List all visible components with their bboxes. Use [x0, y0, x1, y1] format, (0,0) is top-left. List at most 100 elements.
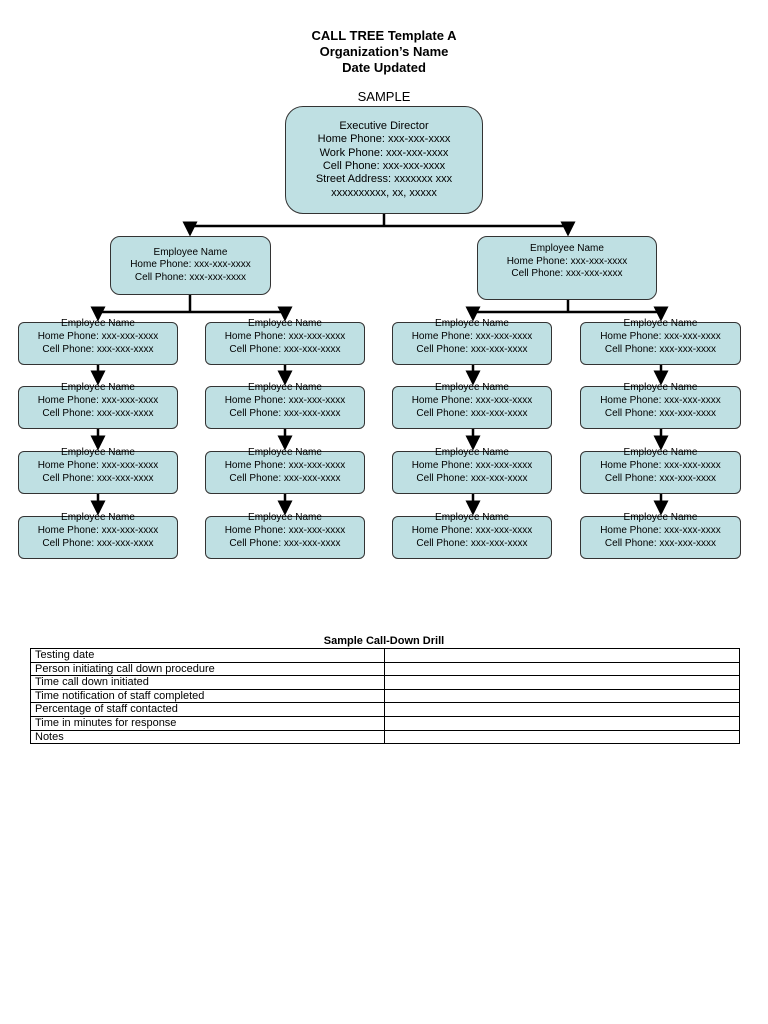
employee-node: Employee Name Home Phone: xxx-xxx-xxxx C…	[18, 382, 178, 429]
employee-node: Employee Name Home Phone: xxx-xxx-xxxx C…	[580, 318, 741, 365]
home-phone: Home Phone: xxx-xxx-xxxx	[224, 331, 346, 342]
employee-node: Employee Name Home Phone: xxx-xxx-xxxx C…	[392, 318, 552, 365]
home-phone: Home Phone: xxx-xxx-xxxx	[411, 525, 533, 536]
employee-node: Employee Name Home Phone: xxx-xxx-xxxx C…	[205, 512, 365, 559]
employee-node: Employee Name Home Phone: xxx-xxx-xxxx C…	[18, 318, 178, 365]
home-phone: Home Phone: xxx-xxx-xxxx	[224, 525, 346, 536]
street-address: Street Address: xxxxxxx xxx	[315, 173, 453, 186]
employee-name: Employee Name	[435, 447, 509, 458]
home-phone: Home Phone: xxx-xxx-xxxx	[37, 395, 159, 406]
cell-phone: Cell Phone: xxx-xxx-xxxx	[322, 160, 446, 172]
cell-phone: Cell Phone: xxx-xxx-xxxx	[229, 343, 341, 355]
cell-phone: Cell Phone: xxx-xxx-xxxx	[416, 343, 528, 355]
cell-phone: Cell Phone: xxx-xxx-xxxx	[42, 343, 154, 355]
row-value-cell[interactable]	[384, 715, 740, 731]
employee-name: Employee Name	[61, 382, 135, 393]
cell-phone: Cell Phone: xxx-xxx-xxxx	[416, 537, 528, 549]
employee-name: Employee Name	[248, 512, 322, 523]
employee-name: Employee Name	[153, 246, 228, 258]
home-phone: Home Phone: xxx-xxx-xxxx	[411, 395, 533, 406]
home-phone: Home Phone: xxx-xxx-xxxx	[37, 525, 159, 536]
cell-phone: Cell Phone: xxx-xxx-xxxx	[511, 268, 623, 279]
cell-phone: Cell Phone: xxx-xxx-xxxx	[416, 407, 528, 419]
employee-name: Employee Name	[530, 243, 604, 254]
row-label: Time call down initiated	[30, 675, 385, 690]
row-label: Testing date	[30, 648, 385, 663]
home-phone: Home Phone: xxx-xxx-xxxx	[130, 259, 251, 271]
page-title: CALL TREE Template A	[311, 28, 457, 43]
cell-phone: Cell Phone: xxx-xxx-xxxx	[42, 472, 154, 484]
cell-phone: Cell Phone: xxx-xxx-xxxx	[604, 407, 717, 419]
employee-node: Employee Name Home Phone: xxx-xxx-xxxx C…	[205, 447, 365, 494]
employee-name: Employee Name	[61, 447, 135, 458]
home-phone: Home Phone: xxx-xxx-xxxx	[411, 331, 533, 342]
row-label: Time in minutes for response	[30, 715, 385, 731]
employee-name: Employee Name	[248, 382, 322, 393]
employee-node: Employee Name Home Phone: xxx-xxx-xxxx C…	[392, 382, 552, 429]
home-phone: Home Phone: xxx-xxx-xxxx	[411, 460, 533, 471]
cell-phone: Cell Phone: xxx-xxx-xxxx	[604, 537, 717, 549]
cell-phone: Cell Phone: xxx-xxx-xxxx	[229, 472, 341, 484]
row-label: Person initiating call down procedure	[30, 661, 385, 677]
row-label: Percentage of staff contacted	[30, 702, 385, 717]
row-value-cell[interactable]	[384, 729, 740, 745]
employee-name: Employee Name	[435, 318, 509, 329]
table-row: Person initiating call down procedure	[30, 661, 740, 677]
employee-node: Employee Name Home Phone: xxx-xxx-xxxx C…	[392, 512, 552, 559]
connector-lines	[90, 214, 669, 516]
row-value-cell[interactable]	[384, 688, 740, 704]
home-phone: Home Phone: xxx-xxx-xxxx	[600, 395, 721, 406]
row-label: Time notification of staff completed	[30, 688, 385, 704]
table-row: Time call down initiated	[30, 675, 740, 690]
employee-node: Employee Name Home Phone: xxx-xxx-xxxx C…	[580, 447, 741, 494]
table-row: Percentage of staff contacted	[30, 702, 740, 717]
call-down-drill-table: Testing date Person initiating call down…	[30, 648, 740, 745]
cell-phone: Cell Phone: xxx-xxx-xxxx	[229, 407, 341, 419]
table-row: Time notification of staff completed	[30, 688, 740, 704]
cell-phone: Cell Phone: xxx-xxx-xxxx	[604, 343, 717, 355]
home-phone: Home Phone: xxx-xxx-xxxx	[37, 460, 159, 471]
table-row: Testing date	[30, 648, 740, 663]
employee-name: Employee Name	[61, 318, 135, 329]
home-phone: Home Phone: xxx-xxx-xxxx	[600, 460, 721, 471]
home-phone: Home Phone: xxx-xxx-xxxx	[600, 525, 721, 536]
cell-phone: Cell Phone: xxx-xxx-xxxx	[229, 537, 341, 549]
node-title: Executive Director	[339, 119, 429, 132]
employee-node: Employee Name Home Phone: xxx-xxx-xxxx C…	[205, 382, 365, 429]
row-value-cell[interactable]	[384, 675, 740, 690]
home-phone: Home Phone: xxx-xxx-xxxx	[506, 255, 628, 267]
employee-name: Employee Name	[623, 447, 698, 458]
employee-name: Employee Name	[623, 382, 698, 393]
employee-node: Employee Name Home Phone: xxx-xxx-xxxx C…	[18, 447, 178, 494]
home-phone: Home Phone: xxx-xxx-xxxx	[224, 395, 346, 406]
row-value-cell[interactable]	[384, 661, 740, 677]
table-row: Notes	[30, 729, 740, 745]
table-row: Time in minutes for response	[30, 715, 740, 731]
employee-name: Employee Name	[435, 382, 509, 393]
employee-node: Employee Name Home Phone: xxx-xxx-xxxx C…	[205, 318, 365, 365]
cell-phone: Cell Phone: xxx-xxx-xxxx	[42, 537, 154, 549]
work-phone: Work Phone: xxx-xxx-xxxx	[319, 146, 449, 159]
employee-name: Employee Name	[623, 512, 698, 523]
employee-name: Employee Name	[61, 512, 135, 523]
executive-director-node: Executive Director Home Phone: xxx-xxx-x…	[285, 106, 483, 214]
employee-node: Employee Name Home Phone: xxx-xxx-xxxx C…	[580, 512, 741, 559]
employee-node: Employee Name Home Phone: xxx-xxx-xxxx C…	[580, 382, 741, 429]
cell-phone: Cell Phone: xxx-xxx-xxxx	[604, 472, 717, 484]
employee-name: Employee Name	[248, 447, 322, 458]
home-phone: Home Phone: xxx-xxx-xxxx	[224, 460, 346, 471]
employee-node: Employee Name Home Phone: xxx-xxx-xxxx C…	[18, 512, 178, 559]
employee-node: Employee Name Home Phone: xxx-xxx-xxxx C…	[110, 236, 271, 295]
employee-node: Employee Name Home Phone: xxx-xxx-xxxx C…	[477, 236, 657, 300]
date-updated: Date Updated	[342, 60, 426, 75]
row-value-cell[interactable]	[384, 648, 740, 663]
cell-phone: Cell Phone: xxx-xxx-xxxx	[42, 407, 154, 419]
employee-name: Employee Name	[248, 318, 322, 329]
cell-phone: Cell Phone: xxx-xxx-xxxx	[416, 472, 528, 484]
home-phone: Home Phone: xxx-xxx-xxxx	[317, 133, 451, 146]
employee-node: Employee Name Home Phone: xxx-xxx-xxxx C…	[392, 447, 552, 494]
organization-name: Organization’s Name	[319, 44, 449, 59]
home-phone: Home Phone: xxx-xxx-xxxx	[37, 331, 159, 342]
row-value-cell[interactable]	[384, 702, 740, 717]
city-state-zip: xxxxxxxxxx, xx, xxxxx	[331, 186, 437, 199]
